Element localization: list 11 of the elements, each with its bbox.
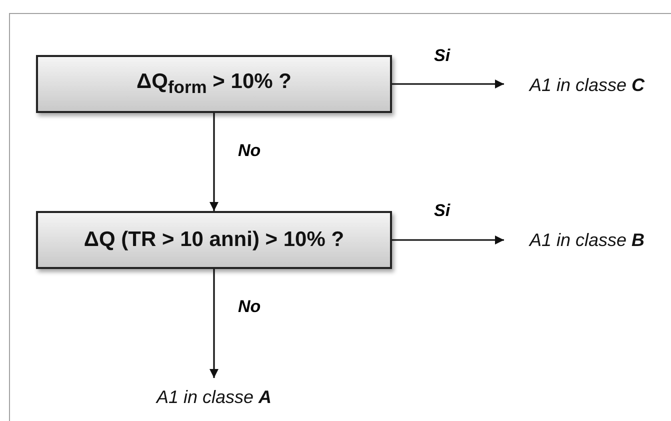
decision-box (36, 211, 392, 269)
outcome-text: A1 in classe A (156, 386, 272, 408)
arrow (392, 236, 504, 244)
question-text: ΔQ$_{form}$ > 10% ? (136, 70, 292, 98)
arrow (210, 269, 218, 378)
outcome-text: A1 in classe B (529, 230, 645, 250)
question-text: ΔQ (TR > 10 anni) > 10% ? (84, 228, 344, 252)
outcome-text: A1 in classe C (529, 74, 645, 96)
arrow (392, 80, 504, 88)
arrow (210, 113, 218, 211)
decision-box (36, 55, 392, 113)
